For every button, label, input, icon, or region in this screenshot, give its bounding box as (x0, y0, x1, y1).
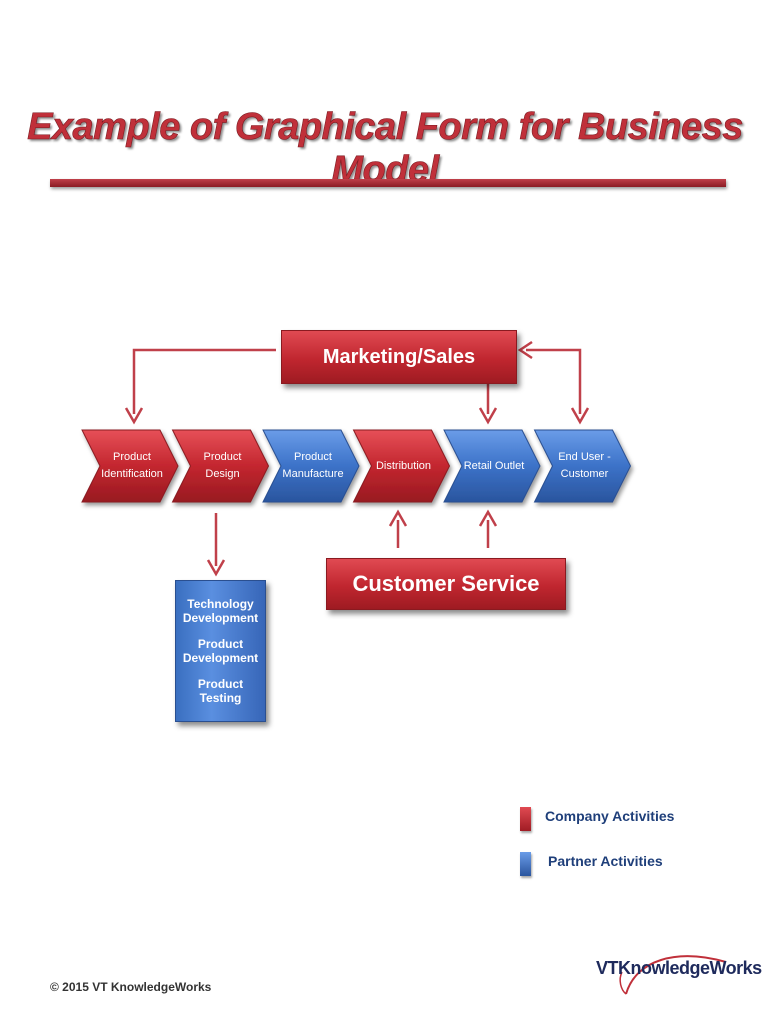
partner-item-line: Product Testing (197, 677, 244, 705)
legend-company-label: Company Activities (545, 808, 675, 824)
customer-service-box: Customer Service (326, 558, 566, 610)
arrow-marketing-to-retail-head (478, 407, 498, 425)
chain-step-line: Product (294, 451, 332, 463)
arrow-service-to-retail-head (478, 509, 498, 527)
arrow-marketing-to-identification (132, 348, 276, 414)
chain-step-line: Product (113, 451, 151, 463)
arrow-enduser-to-marketing-head (517, 340, 533, 360)
chain-step-line: Distribution (375, 459, 432, 472)
marketing-sales-box: Marketing/Sales (281, 330, 517, 384)
partner-item-line: Technology (187, 597, 254, 611)
chain-step-chevron-0 (81, 429, 179, 503)
partner-item-line: Development (182, 651, 259, 665)
chain-step-chevron-4 (443, 429, 541, 503)
partner-item-line: Product (197, 637, 244, 651)
chain-step-chevron-1 (171, 429, 270, 503)
chain-step-chevron-5 (533, 429, 632, 503)
chain-step-label: End User - Customer (553, 430, 617, 502)
company-logo: VTKnowledgeWorks (596, 950, 762, 998)
chain-step-line: Product Design (203, 451, 242, 480)
arrow-design-to-partner-head (206, 559, 226, 577)
partner-item-product-development: Product Development (178, 637, 263, 665)
partner-item-technology-development: Technology Development (178, 597, 263, 625)
partner-item-product-testing: Product Testing (178, 677, 263, 705)
page-title: Example of Graphical Form for Business M… (27, 106, 744, 192)
legend-company-swatch (520, 807, 531, 831)
chain-step-line: Manufacture (282, 468, 344, 480)
partner-activities-box: Technology Development Product Developme… (175, 580, 266, 722)
chain-step-chevron-3 (352, 429, 451, 503)
logo-swoosh-icon (619, 955, 727, 995)
arrow-marketing-to-enduser-head (570, 407, 590, 425)
chain-step-label: Retail Outlet (462, 430, 526, 502)
arrow-service-to-distribution-head (388, 509, 408, 527)
arrow-marketing-to-enduser (526, 348, 582, 414)
logo-text: VTKnowledgeWorks (596, 958, 762, 978)
chain-step-line: Identification (101, 468, 163, 480)
title-divider (50, 179, 726, 187)
copyright-text: © 2015 VT KnowledgeWorks (50, 980, 212, 994)
chain-step-line: Customer (560, 468, 609, 480)
chain-step-line: End User - (558, 451, 611, 463)
legend-partner-swatch (520, 852, 531, 876)
chain-step-label: Product Design (191, 430, 255, 502)
partner-item-line: Development (182, 611, 259, 625)
chain-step-line: Retail Outlet (463, 459, 525, 472)
chain-step-label: Distribution (372, 430, 436, 502)
legend-partner-label: Partner Activities (548, 853, 663, 869)
chain-step-chevron-2 (262, 429, 360, 503)
arrow-marketing-to-identification-head (124, 407, 144, 425)
